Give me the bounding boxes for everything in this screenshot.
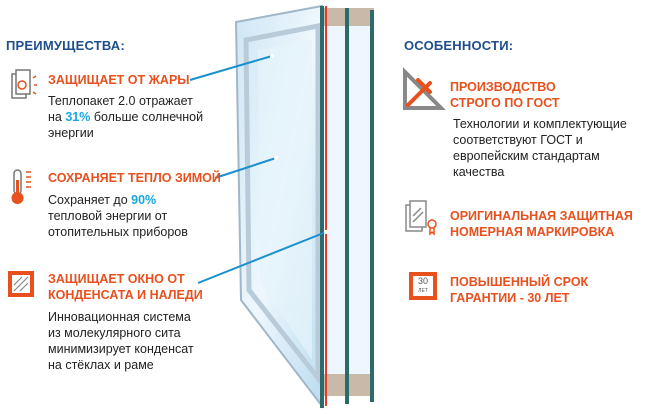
feature-heading-line2: НОМЕРНАЯ МАРКИРОВКА (450, 225, 615, 239)
condensate-window-icon (8, 271, 34, 297)
pointer-dot-1 (270, 54, 274, 58)
feature-marking: ОРИГИНАЛЬНАЯ ЗАЩИТНАЯ НОМЕРНАЯ МАРКИРОВК… (450, 208, 633, 240)
advantage-text: Инновационная система из молекулярного с… (48, 310, 194, 372)
warranty-badge-number: 30 (417, 276, 428, 286)
warranty-30-icon (409, 272, 437, 300)
pointer-dot-2 (274, 156, 278, 160)
advantage-heat: ЗАЩИЩАЕТ ОТ ЖАРЫ Теплопакет 2.0 отражает… (48, 72, 228, 141)
highlight-value: 31% (65, 110, 91, 124)
advantage-heading-line1: ЗАЩИЩАЕТ ОКНО ОТ (48, 272, 185, 286)
sun-window-icon (11, 69, 37, 99)
thermometer-icon (11, 169, 31, 204)
spacer-frame (243, 22, 321, 386)
air-gap-1 (327, 26, 345, 374)
advantage-text: Сохраняет до 90% тепловой энергии от ото… (48, 192, 213, 240)
highlight-value: 90% (131, 193, 157, 207)
advantage-heading: ЗАЩИЩАЕТ ОТ ЖАРЫ (48, 73, 190, 87)
feature-warranty: ПОВЫШЕННЫЙ СРОК ГАРАНТИИ - 30 ЛЕТ (450, 274, 588, 306)
pointer-dot-3 (324, 230, 328, 234)
air-gap-2 (349, 26, 370, 374)
feature-heading-line1: ОРИГИНАЛЬНАЯ ЗАЩИТНАЯ (450, 209, 633, 223)
feature-heading-line2: СТРОГО ПО ГОСТ (450, 96, 560, 110)
wrench-ruler-icon (403, 67, 446, 110)
certificate-icon (405, 200, 437, 236)
feature-gost-text: Технологии и комплектующие соответствуют… (453, 117, 627, 179)
warranty-badge: 30 ЛЕТ (414, 277, 432, 295)
text-part: больше солнечной энергии (48, 110, 204, 140)
pointer-line-2 (214, 157, 277, 179)
advantage-condensate: ЗАЩИЩАЕТ ОКНО ОТ КОНДЕНСАТА И НАЛЕДИ Инн… (48, 271, 228, 373)
feature-gost: ПРОИЗВОДСТВО СТРОГО ПО ГОСТ (450, 79, 560, 111)
feature-heading-line1: ПРОИЗВОДСТВО (450, 80, 556, 94)
features-title: ОСОБЕННОСТИ: (404, 38, 514, 53)
inner-glass (258, 40, 312, 360)
advantage-warmth: СОХРАНЯЕТ ТЕПЛО ЗИМОЙ Сохраняет до 90% т… (48, 170, 228, 240)
advantage-text: Теплопакет 2.0 отражает на 31% больше со… (48, 93, 208, 141)
pane-edge-3 (370, 10, 374, 402)
advantage-heading: СОХРАНЯЕТ ТЕПЛО ЗИМОЙ (48, 171, 221, 185)
advantages-title: ПРЕИМУЩЕСТВА: (6, 38, 125, 53)
low-e-coating (325, 6, 327, 406)
advantage-heading-line2: КОНДЕНСАТА И НАЛЕДИ (48, 288, 203, 302)
text-part: Сохраняет до (48, 193, 132, 207)
feature-heading-line2: ГАРАНТИИ - 30 ЛЕТ (450, 291, 570, 305)
text-part: тепловой энергии от отопительных приборо… (48, 209, 188, 239)
feature-heading-line1: ПОВЫШЕННЫЙ СРОК (450, 275, 589, 289)
pointer-line-1 (189, 55, 273, 81)
pointer-line-3 (197, 231, 327, 284)
warranty-badge-unit: ЛЕТ (418, 288, 428, 294)
text-part: Теплопакет 2.0 отражает на (48, 94, 193, 124)
pane-edge-1 (320, 6, 324, 408)
pane-edge-2 (345, 8, 349, 404)
